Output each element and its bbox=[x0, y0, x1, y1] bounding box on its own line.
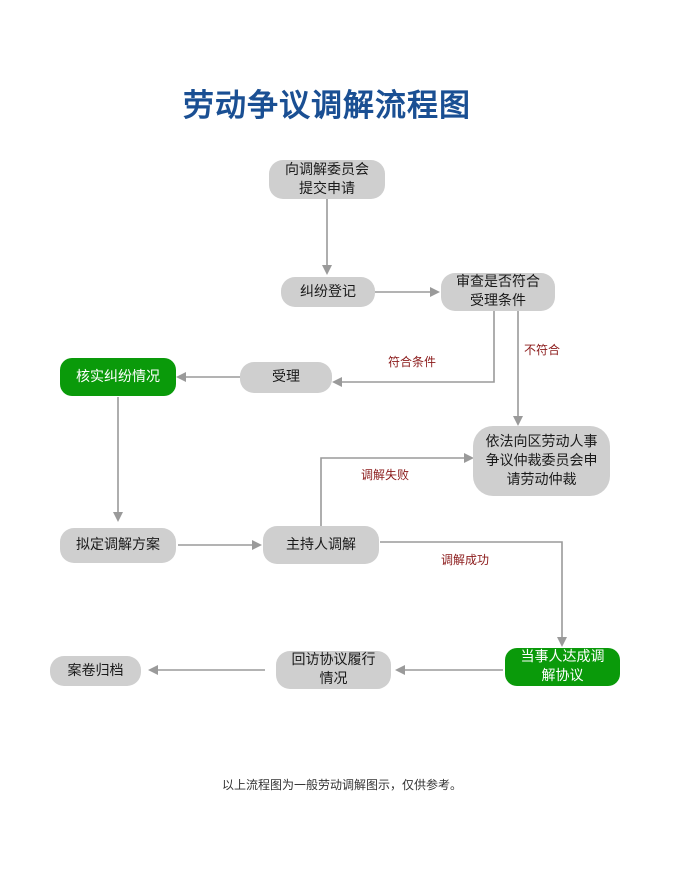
node-eligibility-review: 审查是否符合 受理条件 bbox=[441, 273, 555, 311]
edge-label-not-eligible: 不符合 bbox=[524, 343, 561, 357]
node-followup-visit: 回访协议履行 情况 bbox=[276, 651, 391, 689]
edge-label-eligible: 符合条件 bbox=[388, 355, 437, 369]
arrow-host-to-agreement bbox=[380, 541, 567, 647]
page-title: 劳动争议调解流程图 bbox=[183, 88, 471, 124]
arrow-review-to-accept bbox=[332, 311, 495, 387]
node-dispute-registration: 纠纷登记 bbox=[281, 277, 375, 307]
node-mediation-agreement: 当事人达成调 解协议 bbox=[505, 648, 620, 686]
node-host-mediation: 主持人调解 bbox=[263, 526, 379, 564]
footnote: 以上流程图为一般劳动调解图示，仅供参考。 bbox=[221, 778, 462, 792]
edge-label-mediation-success: 调解成功 bbox=[441, 553, 490, 567]
node-submit-application: 向调解委员会 提交申请 bbox=[269, 160, 385, 199]
arrow-host-to-arbitration bbox=[320, 453, 474, 526]
node-draft-mediation-plan: 拟定调解方案 bbox=[60, 528, 176, 563]
node-labor-arbitration: 依法向区劳动人事 争议仲裁委员会申 请劳动仲裁 bbox=[473, 426, 610, 496]
node-verify-dispute: 核实纠纷情况 bbox=[60, 358, 176, 396]
node-archive-case: 案卷归档 bbox=[50, 656, 141, 686]
edge-label-mediation-failed: 调解失败 bbox=[361, 468, 410, 482]
node-accept: 受理 bbox=[240, 362, 332, 393]
